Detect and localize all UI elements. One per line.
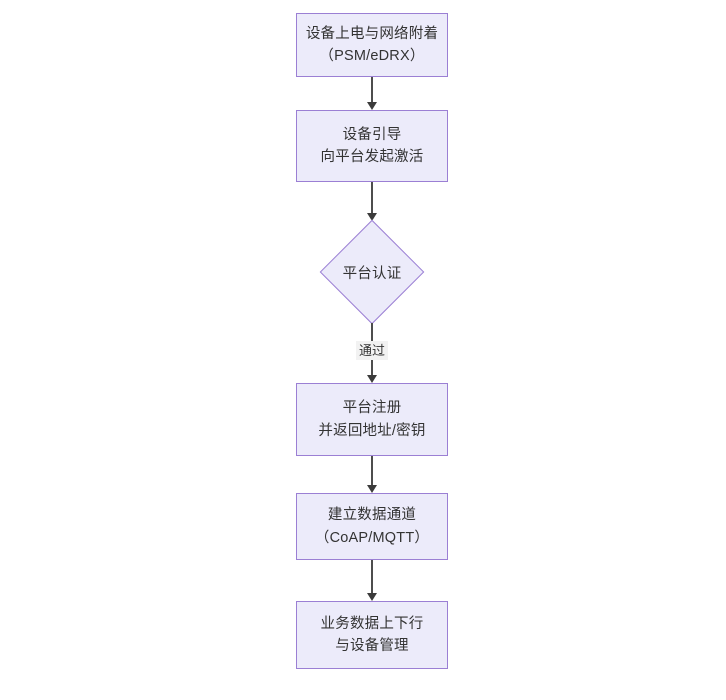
node-data-channel[interactable]: 建立数据通道 （CoAP/MQTT） <box>296 493 448 560</box>
node-bootstrap[interactable]: 设备引导 向平台发起激活 <box>296 110 448 182</box>
edge-label-pass: 通过 <box>355 341 389 360</box>
node-power-on[interactable]: 设备上电与网络附着 （PSM/eDRX） <box>296 13 448 77</box>
node-service-data-line1: 业务数据上下行 <box>320 615 424 632</box>
node-power-on-line2: （PSM/eDRX） <box>319 48 425 64</box>
node-platform-auth-label: 平台认证 <box>342 265 402 282</box>
connector-bootstrap-to-platform-auth <box>371 182 373 214</box>
arrowhead-register-to-data-channel <box>367 485 377 493</box>
node-power-on-line1: 设备上电与网络附着 <box>305 25 439 42</box>
node-service-data[interactable]: 业务数据上下行 与设备管理 <box>296 601 448 669</box>
connector-power-on-to-bootstrap <box>371 77 373 103</box>
node-service-data-line2: 与设备管理 <box>335 638 409 654</box>
node-platform-register[interactable]: 平台注册 并返回地址/密钥 <box>296 383 448 456</box>
arrowhead-bootstrap-to-platform-auth <box>367 213 377 221</box>
connector-data-channel-to-service-data <box>371 560 373 594</box>
node-platform-register-line1: 平台注册 <box>342 400 402 417</box>
node-bootstrap-line2: 向平台发起激活 <box>320 149 424 165</box>
node-platform-auth[interactable]: 平台认证 <box>311 219 433 325</box>
arrowhead-data-channel-to-service-data <box>367 593 377 601</box>
node-platform-register-line2: 并返回地址/密钥 <box>318 422 426 439</box>
node-bootstrap-line1: 设备引导 <box>342 126 402 143</box>
arrowhead-platform-auth-to-register <box>367 375 377 383</box>
arrowhead-power-on-to-bootstrap <box>367 102 377 110</box>
connector-register-to-data-channel <box>371 456 373 486</box>
node-data-channel-line1: 建立数据通道 <box>327 507 417 524</box>
node-data-channel-line2: （CoAP/MQTT） <box>314 529 430 546</box>
